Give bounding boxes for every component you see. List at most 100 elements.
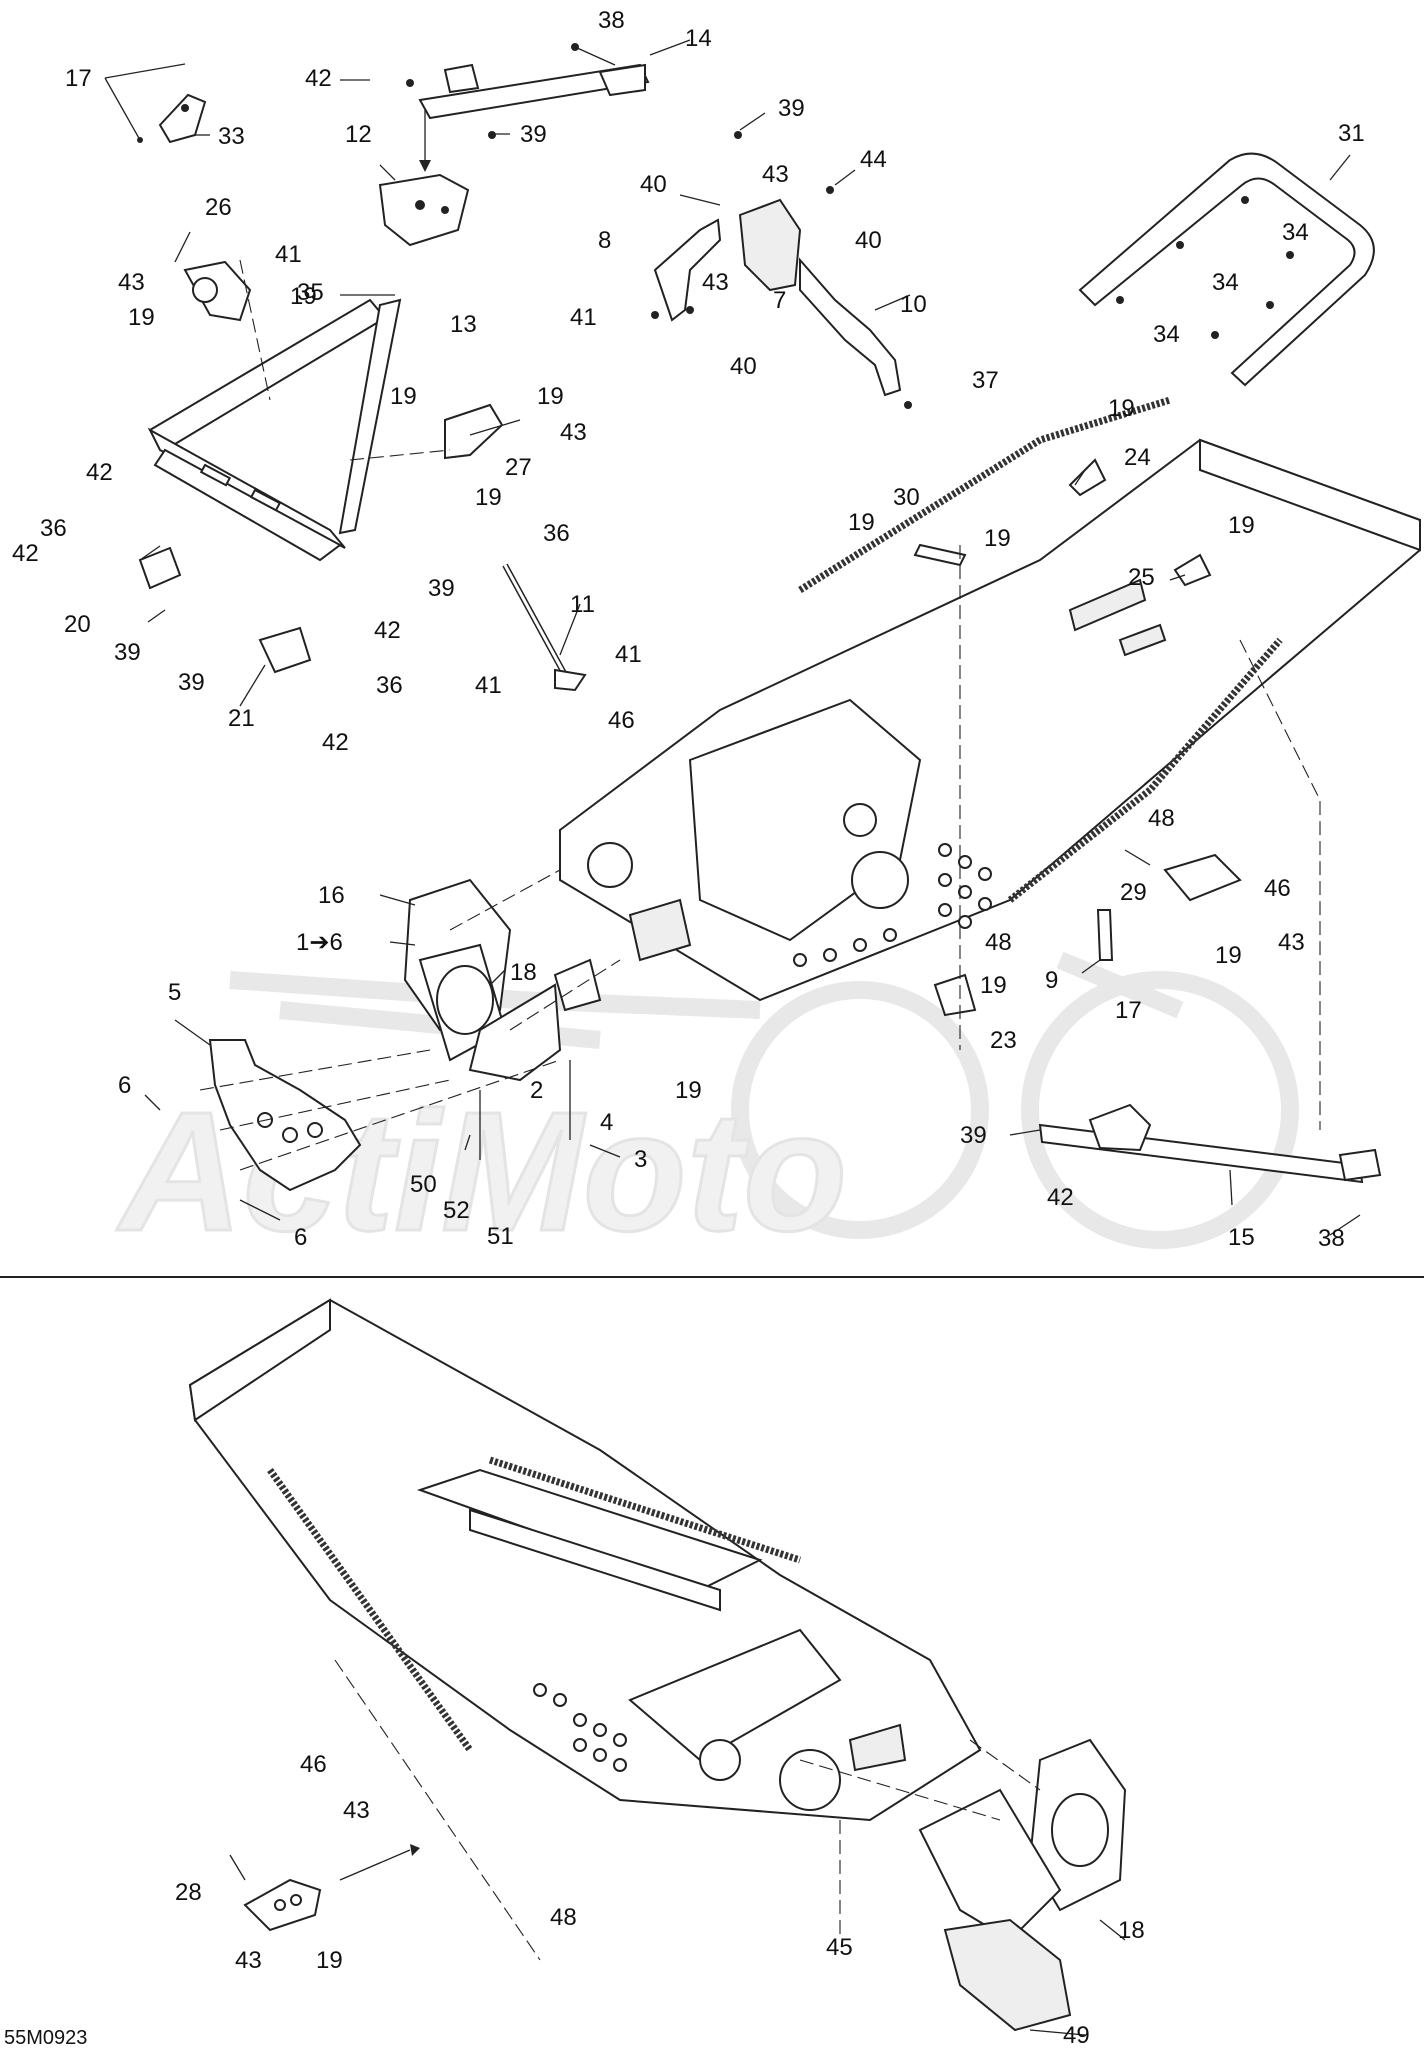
part-10-arm — [799, 257, 912, 409]
callout-48a: 48 — [1148, 805, 1175, 832]
callout-43c: 43 — [118, 269, 145, 296]
callout-labels: 17 33 42 38 14 12 39 39 44 40 43 40 8 41… — [12, 7, 1365, 2049]
part-33-bracket — [137, 93, 207, 144]
callout-41a: 41 — [570, 304, 597, 331]
callout-17: 17 — [65, 65, 92, 92]
callout-19e: 19 — [475, 484, 502, 511]
callout-7: 7 — [773, 287, 786, 314]
part-28-step — [243, 1878, 322, 1932]
callout-18b: 18 — [1118, 1917, 1145, 1944]
callout-19d: 19 — [537, 383, 564, 410]
part-12-bracket — [378, 173, 470, 247]
part-13-frame — [147, 298, 402, 562]
callout-19l: 19 — [980, 972, 1007, 999]
callout-43g: 43 — [235, 1947, 262, 1974]
callout-30: 30 — [893, 484, 920, 511]
callout-36a: 36 — [40, 515, 67, 542]
part-16-bracket — [403, 878, 602, 1082]
callout-15: 15 — [1228, 1224, 1255, 1251]
chassis-upper — [559, 396, 1421, 1002]
callout-42: 42 — [305, 65, 332, 92]
callout-19c: 19 — [390, 383, 417, 410]
part-7-mount — [734, 131, 834, 292]
part-21-bracket — [258, 626, 312, 674]
callout-4: 4 — [600, 1109, 613, 1136]
callout-19k: 19 — [1215, 942, 1242, 969]
callout-43a: 43 — [762, 161, 789, 188]
part-49-shield — [943, 1918, 1072, 2032]
callout-45: 45 — [826, 1934, 853, 1961]
part-9-bracket — [1096, 909, 1114, 961]
callout-19h: 19 — [984, 525, 1011, 552]
callout-34b: 34 — [1212, 269, 1239, 296]
callout-19m: 19 — [316, 1947, 343, 1974]
callout-40c: 40 — [730, 353, 757, 380]
callout-39a: 39 — [520, 121, 547, 148]
part-5-plate — [208, 1039, 362, 1192]
callout-19f: 19 — [1108, 395, 1135, 422]
callout-37: 37 — [972, 367, 999, 394]
callout-41b: 41 — [275, 241, 302, 268]
callout-20: 20 — [64, 611, 91, 638]
callout-8: 8 — [598, 227, 611, 254]
callout-39b: 39 — [778, 95, 805, 122]
callout-43f: 43 — [343, 1797, 370, 1824]
callout-12: 12 — [345, 121, 372, 148]
callout-34a: 34 — [1282, 219, 1309, 246]
part-15-rod — [1038, 1103, 1382, 1184]
callout-41c: 41 — [615, 641, 642, 668]
part-20-bracket — [138, 546, 182, 590]
part-14-rod — [406, 43, 650, 172]
callout-14: 14 — [685, 25, 712, 52]
callout-17b: 17 — [1115, 997, 1142, 1024]
callout-3: 3 — [634, 1146, 647, 1173]
callout-21: 21 — [228, 705, 255, 732]
part-8-arm — [651, 218, 722, 322]
chassis-lower — [188, 1298, 982, 1822]
callout-35: 35 — [297, 279, 324, 306]
callout-39e: 39 — [428, 575, 455, 602]
callout-36b: 36 — [376, 672, 403, 699]
callout-46a: 46 — [608, 707, 635, 734]
callout-49: 49 — [1063, 2022, 1090, 2049]
part-29-step — [1163, 853, 1242, 902]
callout-43d: 43 — [560, 419, 587, 446]
callout-43b: 43 — [702, 269, 729, 296]
callout-13: 13 — [450, 311, 477, 338]
callout-42e: 42 — [1047, 1184, 1074, 1211]
callout-50: 50 — [410, 1171, 437, 1198]
callout-38: 38 — [598, 7, 625, 34]
callout-46b: 46 — [1264, 875, 1291, 902]
callout-24: 24 — [1124, 444, 1151, 471]
callout-41d: 41 — [475, 672, 502, 699]
callout-44: 44 — [860, 146, 887, 173]
callout-9: 9 — [1045, 967, 1058, 994]
part-30-strap — [913, 543, 967, 567]
callout-33: 33 — [218, 123, 245, 150]
callout-31: 31 — [1338, 120, 1365, 147]
callout-26: 26 — [205, 194, 232, 221]
part-25-bracket — [1173, 553, 1212, 587]
callout-6b: 6 — [294, 1224, 307, 1251]
part-11-strut — [502, 563, 587, 692]
part-18-bracket-lower — [918, 1738, 1127, 1942]
callout-2: 2 — [530, 1077, 543, 1104]
callout-5: 5 — [168, 979, 181, 1006]
part-27-bracket — [444, 403, 504, 460]
callout-39c: 39 — [114, 639, 141, 666]
callout-10: 10 — [900, 291, 927, 318]
callout-19i: 19 — [1228, 512, 1255, 539]
callout-42c: 42 — [374, 617, 401, 644]
callout-11: 11 — [570, 591, 595, 618]
callout-42a: 42 — [86, 459, 113, 486]
part-24-bracket — [1068, 458, 1107, 497]
callout-28: 28 — [175, 1879, 202, 1906]
callout-51: 51 — [487, 1223, 514, 1250]
callout-36c: 36 — [543, 520, 570, 547]
callout-18a: 18 — [510, 959, 537, 986]
callout-27: 27 — [505, 454, 532, 481]
part-31-bumper — [1078, 152, 1375, 387]
callout-19b: 19 — [290, 283, 317, 310]
callout-19g: 19 — [848, 509, 875, 536]
